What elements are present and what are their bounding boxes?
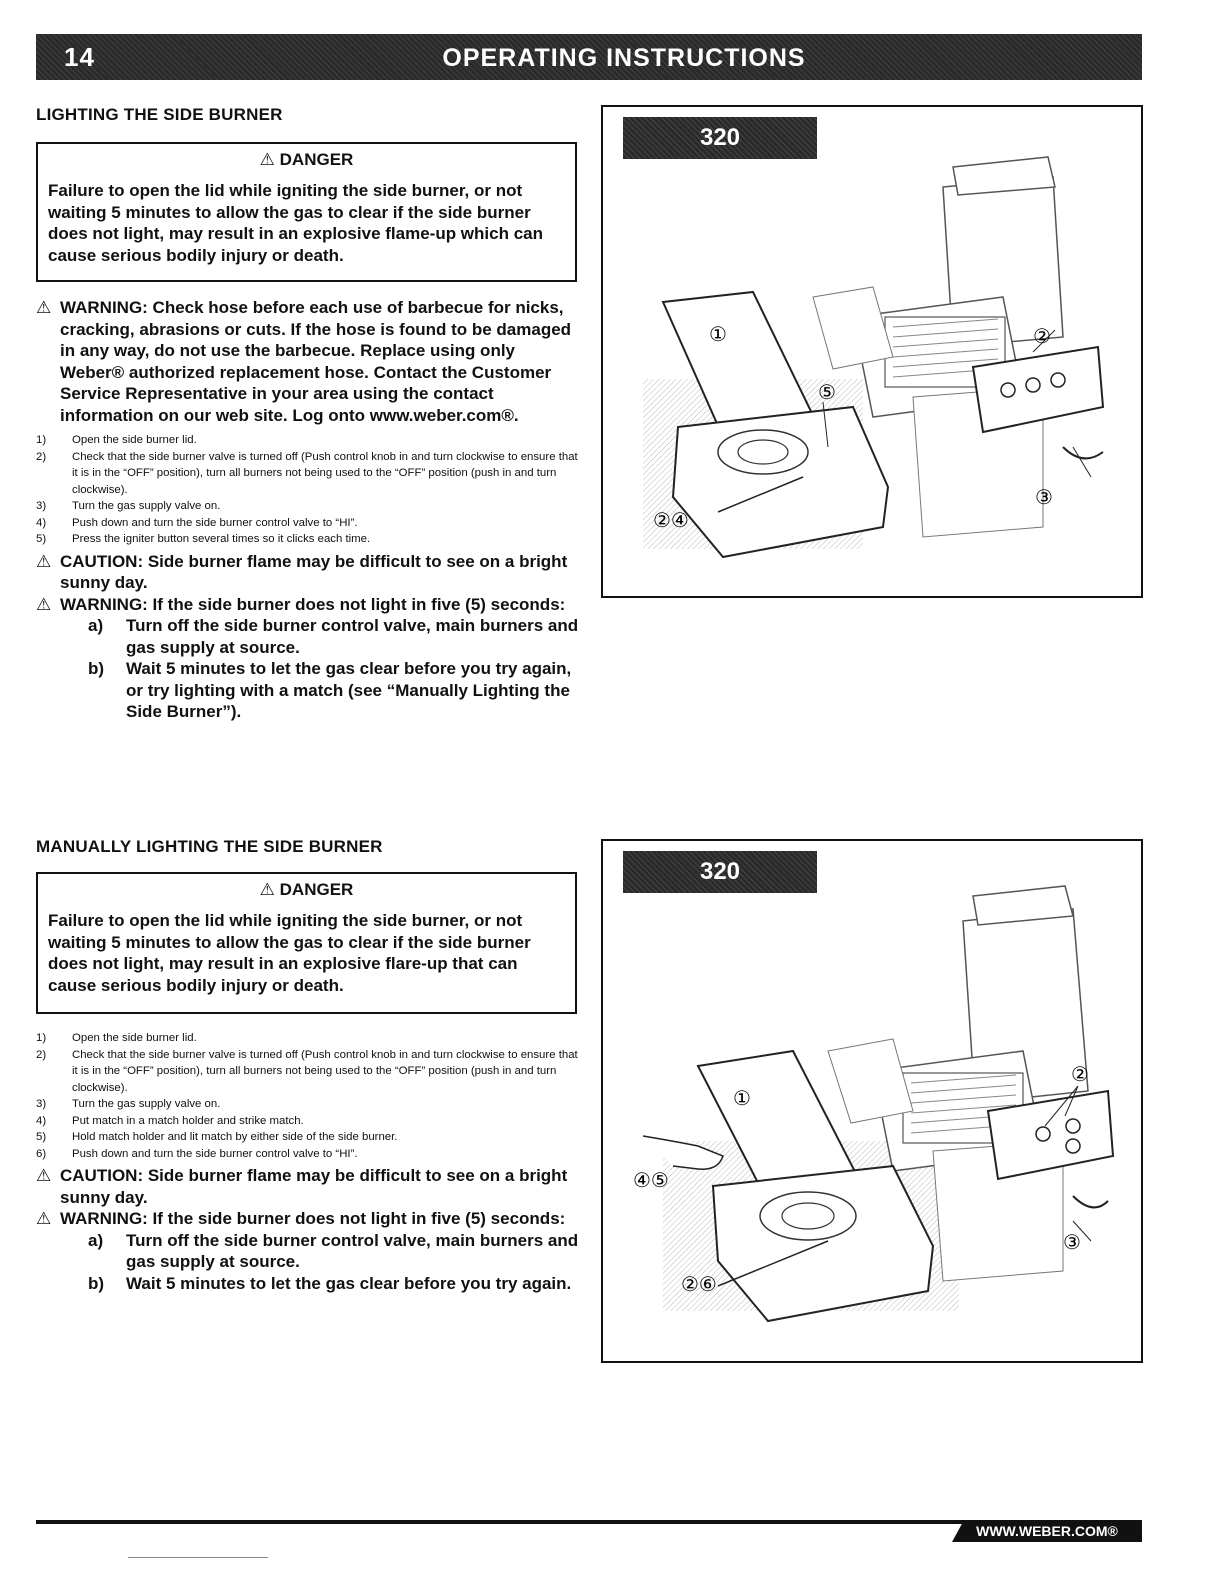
- model-badge: 320: [623, 117, 817, 159]
- sub-step-text: Turn off the side burner control valve, …: [126, 1230, 579, 1272]
- sub-step-letter: a): [88, 616, 104, 635]
- page-number: 14: [64, 42, 95, 72]
- sub-step-text: Wait 5 minutes to let the gas clear befo…: [126, 659, 572, 721]
- no-light-warning-text: WARNING: If the side burner does not lig…: [60, 594, 566, 614]
- section-heading-lighting: LIGHTING THE SIDE BURNER: [36, 105, 283, 124]
- manual-lighting-instructions: 1) Open the side burner lid. 2) Check that…: [36, 1030, 581, 1294]
- lighting-instructions: ⚠ WARNING: Check hose before each use of…: [36, 297, 581, 723]
- step-number: 5): [36, 1131, 47, 1143]
- model-badge: 320: [623, 851, 817, 893]
- step-text: Put match in a match holder and strike m…: [72, 1114, 304, 1127]
- step-number: 2): [36, 1048, 47, 1061]
- hose-warning-text: WARNING: Check hose before each use of b…: [60, 298, 572, 425]
- page-title: OPERATING INSTRUCTIONS: [442, 44, 806, 72]
- steps-list: 1) Open the side burner lid. 2) Check that…: [36, 1030, 581, 1162]
- list-item: 4) Put match in a match holder and strike…: [36, 1113, 581, 1130]
- danger-title: ⚠ DANGER: [259, 880, 354, 899]
- section-heading-manual: MANUALLY LIGHTING THE SIDE BURNER: [36, 837, 383, 856]
- list-item: 2) Check that the side burner valve is tu…: [36, 449, 581, 499]
- step-text: Turn the gas supply valve on.: [72, 1098, 221, 1110]
- danger-title: ⚠ DANGER: [259, 150, 354, 169]
- caution-text: CAUTION: Side burner flame may be diffic…: [60, 1166, 568, 1207]
- footer-rule: [36, 1520, 1142, 1524]
- caution-text: CAUTION: Side burner flame may be diffic…: [60, 551, 568, 593]
- hose-warning: ⚠ WARNING: Check hose before each use of…: [36, 297, 581, 426]
- callout-3: ③: [1063, 1230, 1081, 1254]
- step-number: 3): [36, 1098, 47, 1110]
- warning-icon: ⚠: [36, 551, 52, 571]
- step-text: Push down and turn the side burner contr…: [72, 1147, 358, 1160]
- caution-note: ⚠ CAUTION: Side burner flame may be diff…: [36, 1165, 581, 1208]
- step-number: 1): [36, 434, 47, 446]
- sub-step-letter: b): [88, 1273, 105, 1293]
- list-item: 3) Turn the gas supply valve on.: [36, 498, 581, 515]
- list-item: 6) Push down and turn the side burner con…: [36, 1146, 581, 1163]
- step-text: Check that the side burner valve is turn…: [72, 1048, 578, 1094]
- step-number: 3): [36, 500, 47, 512]
- figure-side-burner: ① ② ③ ⑤ ②④ 320: [601, 105, 1143, 598]
- list-item: 1) Open the side burner lid.: [36, 1030, 581, 1047]
- step-text: Check that the side burner valve is turn…: [72, 450, 578, 496]
- step-number: 2): [36, 450, 47, 463]
- list-item: a) Turn off the side burner control valve…: [36, 615, 581, 658]
- step-text: Open the side burner lid.: [72, 434, 197, 446]
- grill-illustration-match: ① ② ③ ④⑤ ②⑥: [633, 885, 1115, 1323]
- step-number: 1): [36, 1032, 47, 1044]
- callout-3: ③: [1035, 485, 1053, 509]
- step-text: Turn the gas supply valve on.: [72, 500, 221, 512]
- figure-manual-lighting: ① ② ③ ④⑤ ②⑥ 320: [601, 839, 1143, 1363]
- list-item: 3) Turn the gas supply valve on.: [36, 1096, 581, 1113]
- grill-illustration: ① ② ③ ⑤ ②④: [643, 156, 1105, 559]
- danger-text: Failure to open the lid while igniting t…: [48, 181, 543, 265]
- sub-step-letter: a): [88, 1230, 104, 1250]
- step-number: 6): [36, 1147, 47, 1160]
- warning-icon: ⚠: [36, 298, 52, 317]
- footer-underline: [128, 1557, 268, 1558]
- list-item: 1) Open the side burner lid.: [36, 432, 581, 449]
- caution-note: ⚠ CAUTION: Side burner flame may be diff…: [36, 551, 581, 594]
- callout-1: ①: [733, 1086, 751, 1110]
- step-text: Push down and turn the side burner contr…: [72, 516, 358, 529]
- page-header-bar: 14 OPERATING INSTRUCTIONS: [36, 34, 1142, 80]
- callout-2-6: ②⑥: [681, 1272, 717, 1296]
- callout-5: ⑤: [818, 380, 836, 404]
- no-light-warning: ⚠ WARNING: If the side burner does not l…: [36, 1208, 581, 1230]
- danger-box: ⚠ DANGER Failure to open the lid while i…: [36, 142, 577, 282]
- callout-1: ①: [709, 322, 727, 346]
- no-light-warning-text: WARNING: If the side burner does not lig…: [60, 1209, 566, 1228]
- sub-steps-list: a) Turn off the side burner control valve…: [36, 1230, 581, 1295]
- sub-step-letter: b): [88, 659, 105, 678]
- danger-text: Failure to open the lid while igniting t…: [48, 911, 531, 995]
- callout-2-4: ②④: [653, 508, 689, 532]
- step-number: 5): [36, 533, 47, 545]
- list-item: b) Wait 5 minutes to let the gas clear be…: [36, 658, 581, 723]
- step-text: Press the igniter button several times s…: [72, 533, 371, 545]
- list-item: 2) Check that the side burner valve is tu…: [36, 1047, 581, 1097]
- callout-4-5: ④⑤: [633, 1168, 669, 1192]
- steps-list: 1) Open the side burner lid. 2) Check that…: [36, 432, 581, 548]
- callout-2: ②: [1071, 1062, 1089, 1086]
- step-text: Open the side burner lid.: [72, 1032, 197, 1044]
- list-item: 5) Press the igniter button several times…: [36, 531, 581, 548]
- warning-icon: ⚠: [36, 1166, 52, 1185]
- list-item: b) Wait 5 minutes to let the gas clear be…: [36, 1273, 581, 1295]
- sub-step-text: Turn off the side burner control valve, …: [126, 616, 579, 657]
- sub-step-text: Wait 5 minutes to let the gas clear befo…: [126, 1273, 572, 1293]
- step-text: Hold match holder and lit match by eithe…: [72, 1131, 398, 1143]
- callout-2: ②: [1033, 324, 1051, 348]
- step-number: 4): [36, 1114, 47, 1127]
- danger-box: ⚠ DANGER Failure to open the lid while i…: [36, 872, 577, 1014]
- list-item: 5) Hold match holder and lit match by eit…: [36, 1129, 581, 1146]
- warning-icon: ⚠: [36, 1209, 52, 1228]
- list-item: a) Turn off the side burner control valve…: [36, 1230, 581, 1273]
- no-light-warning: ⚠ WARNING: If the side burner does not l…: [36, 594, 581, 616]
- step-number: 4): [36, 516, 47, 529]
- warning-icon: ⚠: [36, 594, 52, 614]
- list-item: 4) Push down and turn the side burner con…: [36, 515, 581, 532]
- sub-steps-list: a) Turn off the side burner control valve…: [36, 615, 581, 723]
- footer-website: WWW.WEBER.COM®: [952, 1520, 1142, 1542]
